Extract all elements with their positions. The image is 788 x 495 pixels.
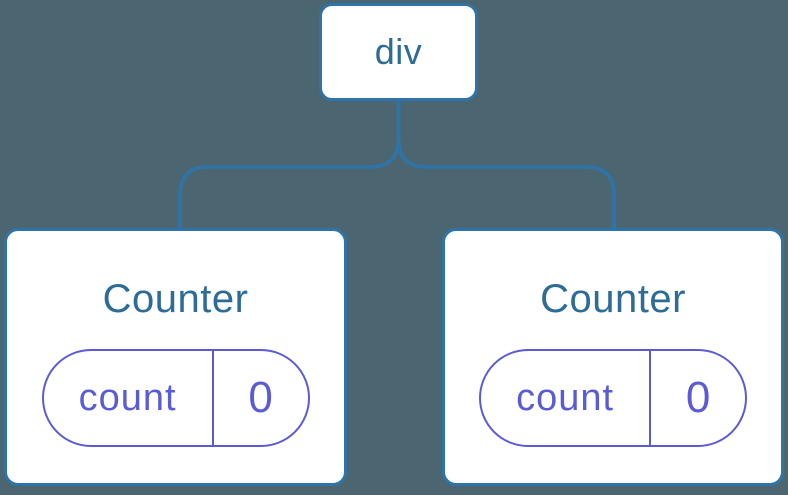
- root-node-label: div: [374, 31, 423, 72]
- component-title: Counter: [102, 277, 249, 321]
- component-card-left: Counter count 0: [4, 228, 347, 486]
- component-card-right: Counter count 0: [442, 228, 784, 486]
- state-value: 0: [248, 373, 273, 422]
- root-node: div: [319, 3, 478, 101]
- component-title: Counter: [540, 277, 686, 321]
- state-key-label: count: [44, 351, 214, 445]
- state-key-label: count: [481, 351, 652, 445]
- state-pill: count 0: [41, 349, 310, 447]
- connector-branch-left: [178, 101, 401, 230]
- state-value: 0: [685, 373, 711, 422]
- state-pill: count 0: [479, 349, 747, 447]
- connector-branch-right: [396, 101, 616, 230]
